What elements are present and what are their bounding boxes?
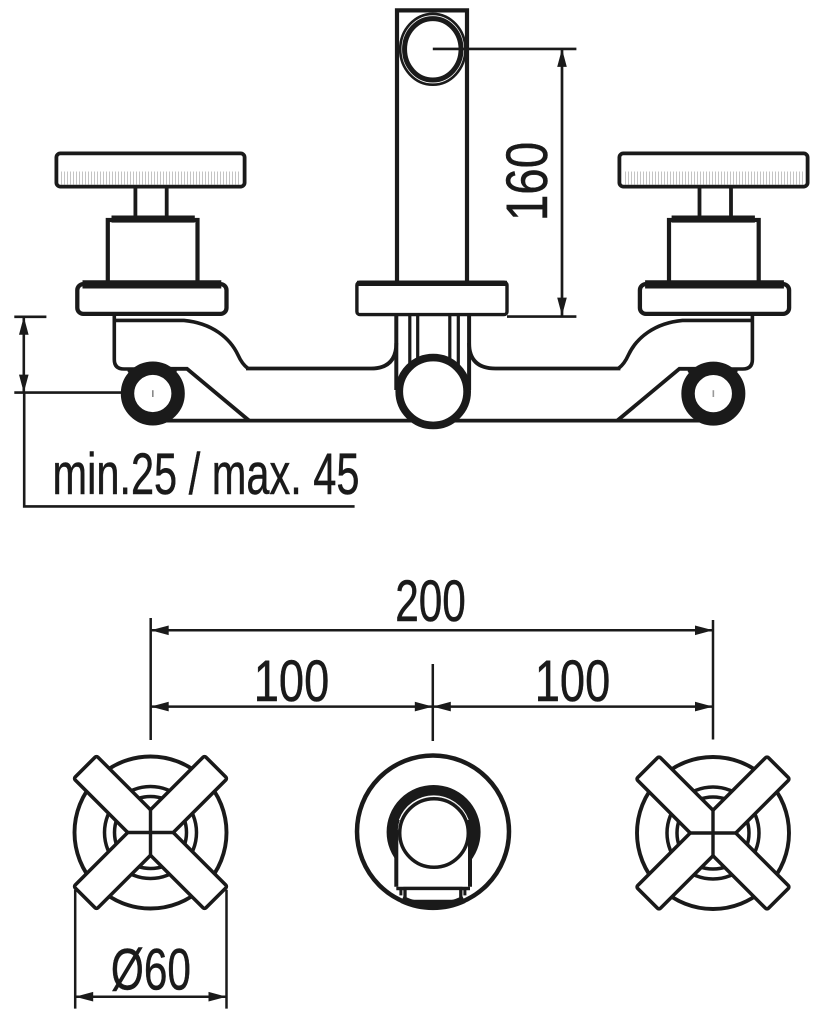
svg-text:100: 100 [254, 650, 329, 715]
svg-text:100: 100 [535, 650, 610, 715]
svg-text:160: 160 [496, 142, 561, 221]
svg-text:200: 200 [395, 568, 466, 633]
svg-text:min.25 / max. 45: min.25 / max. 45 [53, 441, 360, 507]
svg-text:Ø60: Ø60 [111, 937, 191, 1002]
